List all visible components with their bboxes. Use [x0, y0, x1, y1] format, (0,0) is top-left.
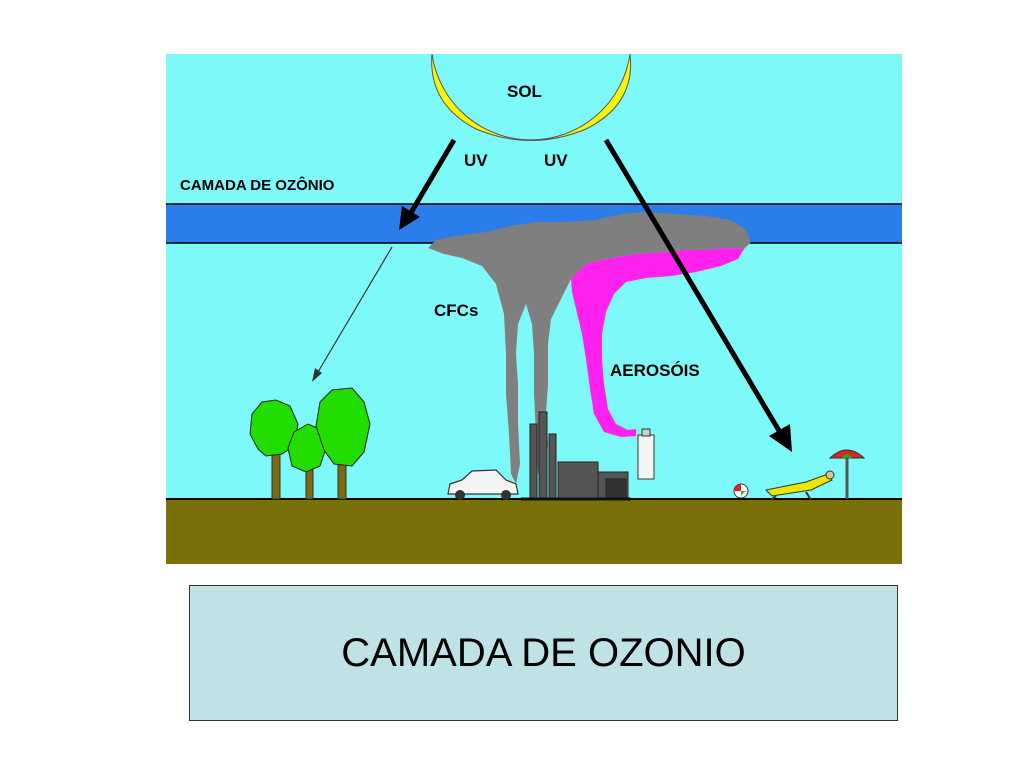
cfc-smoke	[428, 212, 751, 484]
trees	[249, 387, 371, 500]
cfcs-label: CFCs	[434, 301, 478, 320]
caption-box: CAMADA DE OZONIO	[189, 585, 898, 721]
uv-arrow-left	[406, 138, 457, 218]
aerosols-label: AEROSÓIS	[610, 361, 700, 380]
sunbather	[764, 470, 835, 501]
uv-right-label: UV	[544, 151, 568, 170]
uv-arrow-left-head	[399, 206, 420, 230]
beach-ball	[733, 483, 749, 499]
sun	[431, 53, 632, 141]
uv-left-label: UV	[464, 151, 488, 170]
beach-umbrella	[828, 449, 866, 499]
uv-arrow-right	[603, 138, 784, 436]
uv-reflected-arrow-head	[312, 368, 322, 382]
uv-reflected-arrow	[317, 246, 393, 373]
ozone-layer-diagram: SOL UV UV CAMADA DE OZÔNIO CFCs AEROSÓIS	[166, 53, 902, 564]
caption-title: CAMADA DE OZONIO	[341, 630, 746, 675]
uv-arrow-right-head	[769, 424, 792, 452]
aerosol-can	[637, 428, 655, 480]
diagram-svg: SOL UV UV CAMADA DE OZÔNIO CFCs AEROSÓIS	[166, 53, 902, 564]
car	[447, 469, 519, 500]
ground	[166, 499, 902, 564]
ozone-layer-label: CAMADA DE OZÔNIO	[180, 176, 335, 194]
sun-label: SOL	[507, 82, 542, 101]
aerosol-smoke	[571, 248, 744, 437]
factory	[521, 411, 631, 501]
